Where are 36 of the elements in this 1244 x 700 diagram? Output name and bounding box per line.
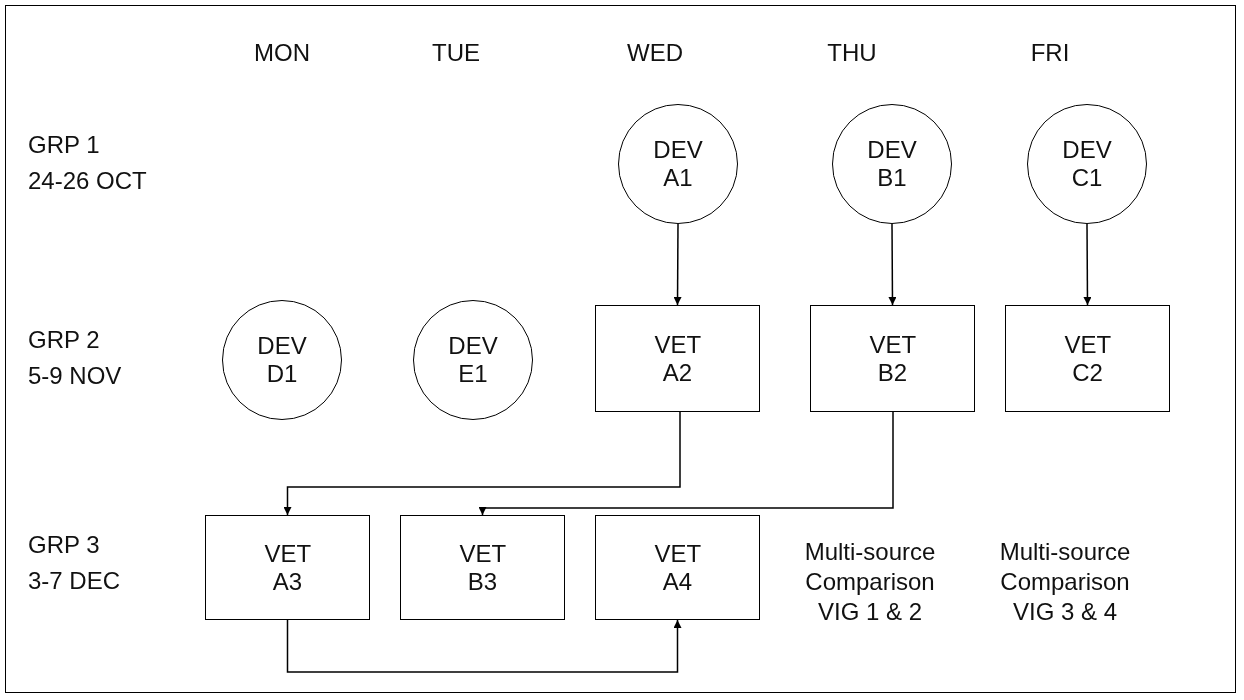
process-box xyxy=(1005,305,1170,412)
arrow xyxy=(673,223,682,306)
day-heading: FRI xyxy=(1030,38,1070,68)
arrow xyxy=(888,223,897,306)
node-label: VET C2 xyxy=(1064,330,1111,387)
node-label: VET B2 xyxy=(869,330,916,387)
day-heading: MON xyxy=(254,38,310,68)
node-label: VET B3 xyxy=(459,539,506,596)
node-label: DEV C1 xyxy=(1062,136,1112,192)
node-label: DEV E1 xyxy=(448,332,498,388)
date-range: 3-7 DEC xyxy=(28,566,121,596)
node-label: VET A4 xyxy=(654,539,701,596)
arrow xyxy=(1083,223,1092,306)
process-box xyxy=(595,305,760,412)
process-box xyxy=(810,305,975,412)
node-label: DEV B1 xyxy=(867,136,917,192)
date-range: 5-9 NOV xyxy=(28,361,122,391)
node-label: DEV D1 xyxy=(257,332,307,388)
node-label: VET A3 xyxy=(264,539,311,596)
day-heading: WED xyxy=(627,38,683,68)
day-heading: TUE xyxy=(432,38,480,68)
node-label: VET A2 xyxy=(654,330,701,387)
process-box xyxy=(595,515,760,620)
group-label: GRP 2 xyxy=(28,325,100,355)
group-label: GRP 3 xyxy=(28,530,100,560)
note-text: Multi-source Comparison VIG 1 & 2 xyxy=(803,537,937,627)
arrow xyxy=(286,619,682,673)
process-box xyxy=(400,515,565,620)
group-label: GRP 1 xyxy=(28,130,100,160)
date-range: 24-26 OCT xyxy=(28,166,147,196)
day-heading: THU xyxy=(827,38,877,68)
arrow xyxy=(283,411,681,516)
note-text: Multi-source Comparison VIG 3 & 4 xyxy=(998,537,1132,627)
node-label: DEV A1 xyxy=(653,136,703,192)
process-box xyxy=(205,515,370,620)
arrow xyxy=(478,411,894,516)
